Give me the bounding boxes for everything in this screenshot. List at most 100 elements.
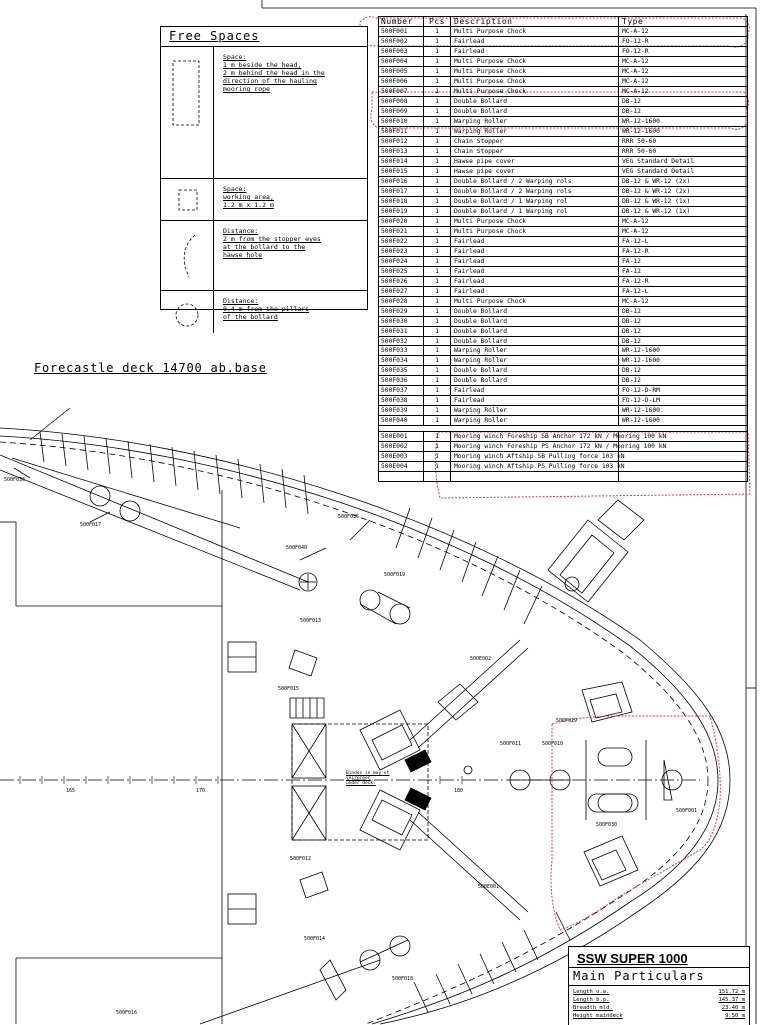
cell-type: WR-12-1600 (622, 417, 660, 425)
cell-description: Multi Purpose Chock (451, 56, 619, 66)
cell-type: WR-12-1600 (622, 347, 660, 355)
legend-symbol-working-area (161, 179, 214, 220)
legend-text: Distance: 2 m from the stopper eyes at t… (223, 227, 321, 259)
cell-type: WR-12-1600 (622, 357, 660, 365)
cell-number: 500F009 (379, 106, 424, 116)
particular-row: Breadth mld.23.40 m (573, 1005, 745, 1011)
cell-description: Fairlead (451, 236, 619, 246)
cell-description: Chain Stopper (451, 136, 619, 146)
cell-pcs: 1 (424, 432, 451, 442)
cell-pcs: 1 (424, 236, 451, 246)
cell-pcs: 1 (424, 266, 451, 276)
part-tag: 500F012 (290, 856, 312, 862)
cell-number: 500F034 (379, 356, 424, 366)
cell-type: MC-A-12 (622, 87, 649, 95)
cell-description: Warping Roller (451, 406, 619, 416)
part-tag: 500E002 (470, 656, 492, 662)
bollard (359, 949, 381, 971)
cell-type: FA-12-L (622, 287, 649, 295)
cell-type: FO-12-D-RM (622, 387, 660, 395)
cell-description: Multi Purpose Chock (451, 216, 619, 226)
bollard (89, 485, 111, 507)
chain-stopper (288, 649, 318, 677)
legend-text: Distance: 0.4 m from the pillars of the … (223, 297, 310, 321)
cell-number: 500F036 (379, 376, 424, 386)
cell-pcs: 1 (424, 316, 451, 326)
cell-pcs: 1 (424, 256, 451, 266)
cell-type: DB-12 & WR-12 (2x) (622, 187, 691, 195)
warping-roller (597, 747, 633, 767)
cell-pcs: 1 (424, 452, 451, 462)
cell-description: Double Bollard / 1 Warping rol (451, 206, 619, 216)
main-particulars-heading: Main Particulars (573, 969, 705, 983)
col-header-pcs: Pcs (424, 17, 451, 26)
cell-number: 500F010 (379, 116, 424, 126)
cell-type: DB-12 & WR-12 (1x) (622, 197, 691, 205)
cell-type: WR-12-1600 (622, 117, 660, 125)
cell-description: Fairlead (451, 36, 619, 46)
part-tag: 500F040 (286, 545, 308, 551)
cell-description: Fairlead (451, 256, 619, 266)
cell-pcs: 1 (424, 356, 451, 366)
cell-pcs: 1 (424, 36, 451, 46)
cell-description: Double Bollard (451, 366, 619, 376)
cell-description: Mooring winch Aftship PS Pulling force 1… (451, 462, 625, 472)
bollard (389, 603, 411, 625)
cell-pcs: 1 (424, 386, 451, 396)
cell-pcs: 1 (424, 196, 451, 206)
table-spacer-row (379, 426, 747, 433)
part-tag: 500F013 (300, 618, 322, 624)
cell-type: MC-A-12 (622, 297, 649, 305)
cell-description: Warping Roller (451, 416, 619, 426)
particular-row: Length b.p.145.37 m (573, 997, 745, 1003)
cell-pcs: 1 (424, 406, 451, 416)
cell-pcs: 1 (424, 206, 451, 216)
markup-cloud-2 (370, 91, 750, 130)
anchor-windlass-starboard (359, 787, 432, 851)
cell-pcs: 1 (424, 296, 451, 306)
cell-type: MC-A-12 (622, 27, 649, 35)
cell-pcs: 1 (424, 126, 451, 136)
cell-number: 500F007 (379, 86, 424, 96)
cell-pcs: 1 (424, 66, 451, 76)
cell-type: MC-A-12 (622, 227, 649, 235)
col-header-number: Number (379, 17, 424, 26)
cell-pcs: 1 (424, 226, 451, 236)
cell-number: 500F004 (379, 56, 424, 66)
cell-number: 500E003 (379, 452, 424, 462)
bollard (661, 769, 683, 791)
bollard (389, 935, 411, 957)
cell-pcs: 1 (424, 246, 451, 256)
hull-outline-outer (0, 427, 731, 1025)
chain-stopper (299, 871, 329, 899)
legend-row: Space: 1 m beside the head, 2 m behind t… (161, 47, 367, 179)
axis-tick-180: 180 (454, 788, 463, 794)
deck-edge-dashed (0, 441, 709, 781)
cell-description: Multi Purpose Chock (451, 86, 619, 96)
cell-type (619, 432, 747, 441)
cell-number: 500F019 (379, 206, 424, 216)
legend-title: Free Spaces (161, 27, 367, 47)
cell-type (619, 462, 747, 471)
cell-number: 500F035 (379, 366, 424, 376)
cell-number: 500E001 (379, 432, 424, 442)
part-tag: 500F029 (556, 718, 578, 724)
part-tag: 500F010 (542, 741, 564, 747)
cell-pcs: 1 (424, 46, 451, 56)
title-block: SSW SUPER 1000 Main Particulars Length o… (568, 946, 750, 1025)
legend-symbol-arc-distance (161, 221, 214, 290)
cell-type: MC-A-12 (622, 67, 649, 75)
cell-description: Fairlead (451, 396, 619, 406)
windlass-area (291, 723, 429, 841)
